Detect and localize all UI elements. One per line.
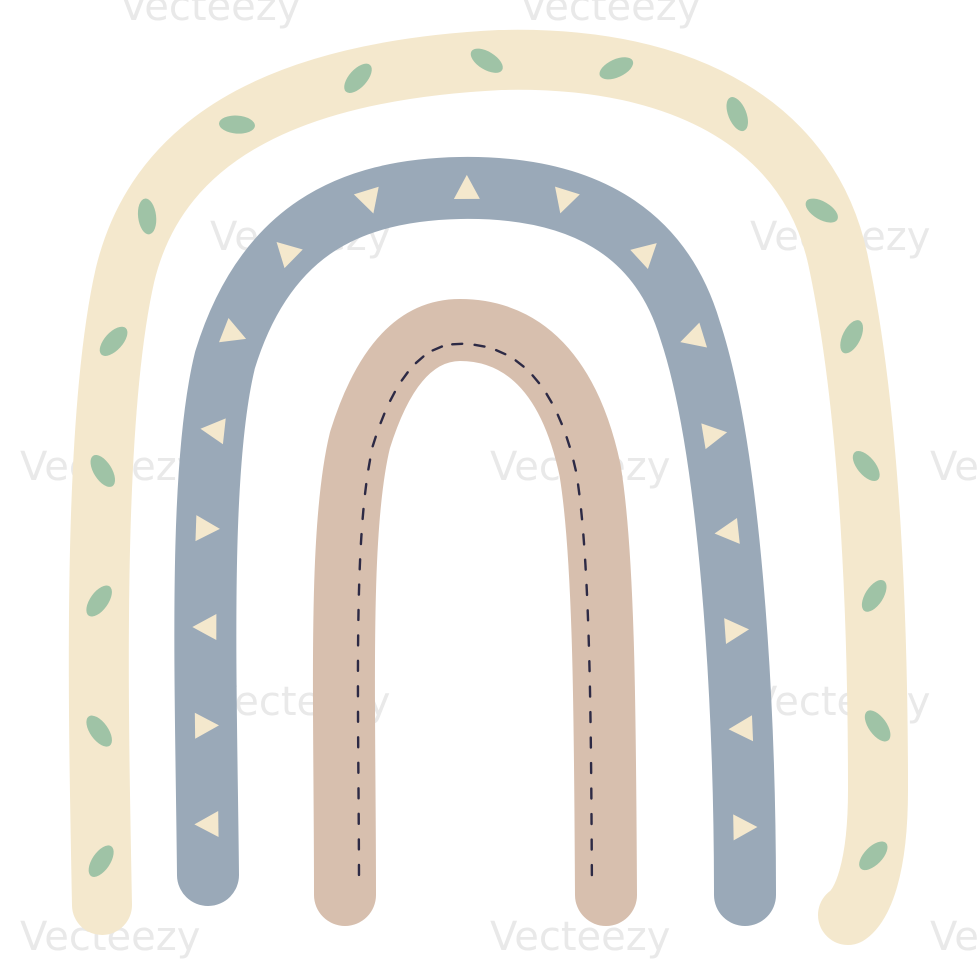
triangle-mark: [195, 515, 220, 542]
dash-mark: [431, 345, 444, 352]
leaf-mark: [726, 97, 748, 132]
dash-mark: [494, 348, 507, 356]
triangle-mark: [733, 814, 758, 841]
triangle-mark: [200, 418, 226, 445]
leaf-mark: [852, 451, 880, 482]
leaf-mark: [861, 579, 887, 612]
leaf-mark: [86, 715, 112, 747]
triangle-mark: [192, 614, 217, 641]
triangle-mark: [219, 318, 247, 343]
triangle-mark: [555, 186, 580, 214]
dash-mark: [572, 459, 578, 472]
leaf-mark: [805, 198, 838, 223]
dash-mark: [565, 436, 571, 448]
dash-mark: [388, 390, 397, 403]
leaf-mark: [88, 845, 114, 877]
watermark-text: Vecteezy: [490, 914, 670, 960]
triangle-mark: [194, 712, 219, 739]
dash-mark: [531, 374, 541, 385]
dash-mark: [371, 435, 377, 448]
leaf-mark: [344, 63, 372, 93]
triangle-mark: [353, 186, 379, 214]
dash-mark: [545, 392, 553, 404]
triangle-mark: [728, 715, 754, 742]
triangle-mark: [276, 241, 303, 269]
dash-mark: [361, 507, 365, 521]
leaf-mark: [86, 585, 112, 617]
watermark-text: Vecteezy: [520, 0, 700, 30]
dash-mark: [359, 532, 363, 546]
leaf-mark: [90, 454, 116, 487]
triangle-mark: [453, 174, 480, 199]
dash-mark: [414, 355, 425, 365]
dash-pattern: [356, 342, 594, 877]
watermark-text: Vecteezy: [930, 914, 980, 960]
leaf-pattern: [86, 48, 891, 877]
leaf-mark: [599, 57, 634, 80]
dash-mark: [400, 371, 409, 382]
dash-mark: [514, 359, 525, 368]
leaf-mark: [859, 841, 888, 871]
triangle-mark: [724, 618, 750, 645]
triangle-mark: [680, 322, 708, 348]
leaf-mark: [99, 326, 128, 356]
inner-arc: [312, 299, 637, 926]
leaf-mark: [137, 198, 157, 235]
dash-mark: [576, 483, 581, 496]
dash-mark: [583, 558, 587, 571]
leaf-mark: [470, 48, 503, 73]
dash-mark: [367, 458, 372, 471]
dash-mark: [379, 412, 386, 425]
leaf-mark: [840, 320, 864, 354]
middle-arc: [174, 156, 776, 926]
dash-mark: [582, 533, 586, 546]
triangle-mark: [701, 423, 728, 450]
dash-mark: [579, 508, 584, 521]
triangle-mark: [714, 517, 740, 544]
triangle-mark: [630, 243, 657, 269]
triangle-pattern: [192, 174, 758, 841]
leaf-mark: [219, 115, 255, 134]
dash-mark: [556, 413, 563, 426]
leaf-mark: [864, 710, 891, 742]
dash-mark: [363, 482, 368, 496]
watermark-text: Vecteezy: [930, 444, 980, 490]
triangle-mark: [194, 810, 219, 837]
watermark-text: Vecteezy: [120, 0, 300, 30]
dash-mark: [473, 343, 486, 348]
